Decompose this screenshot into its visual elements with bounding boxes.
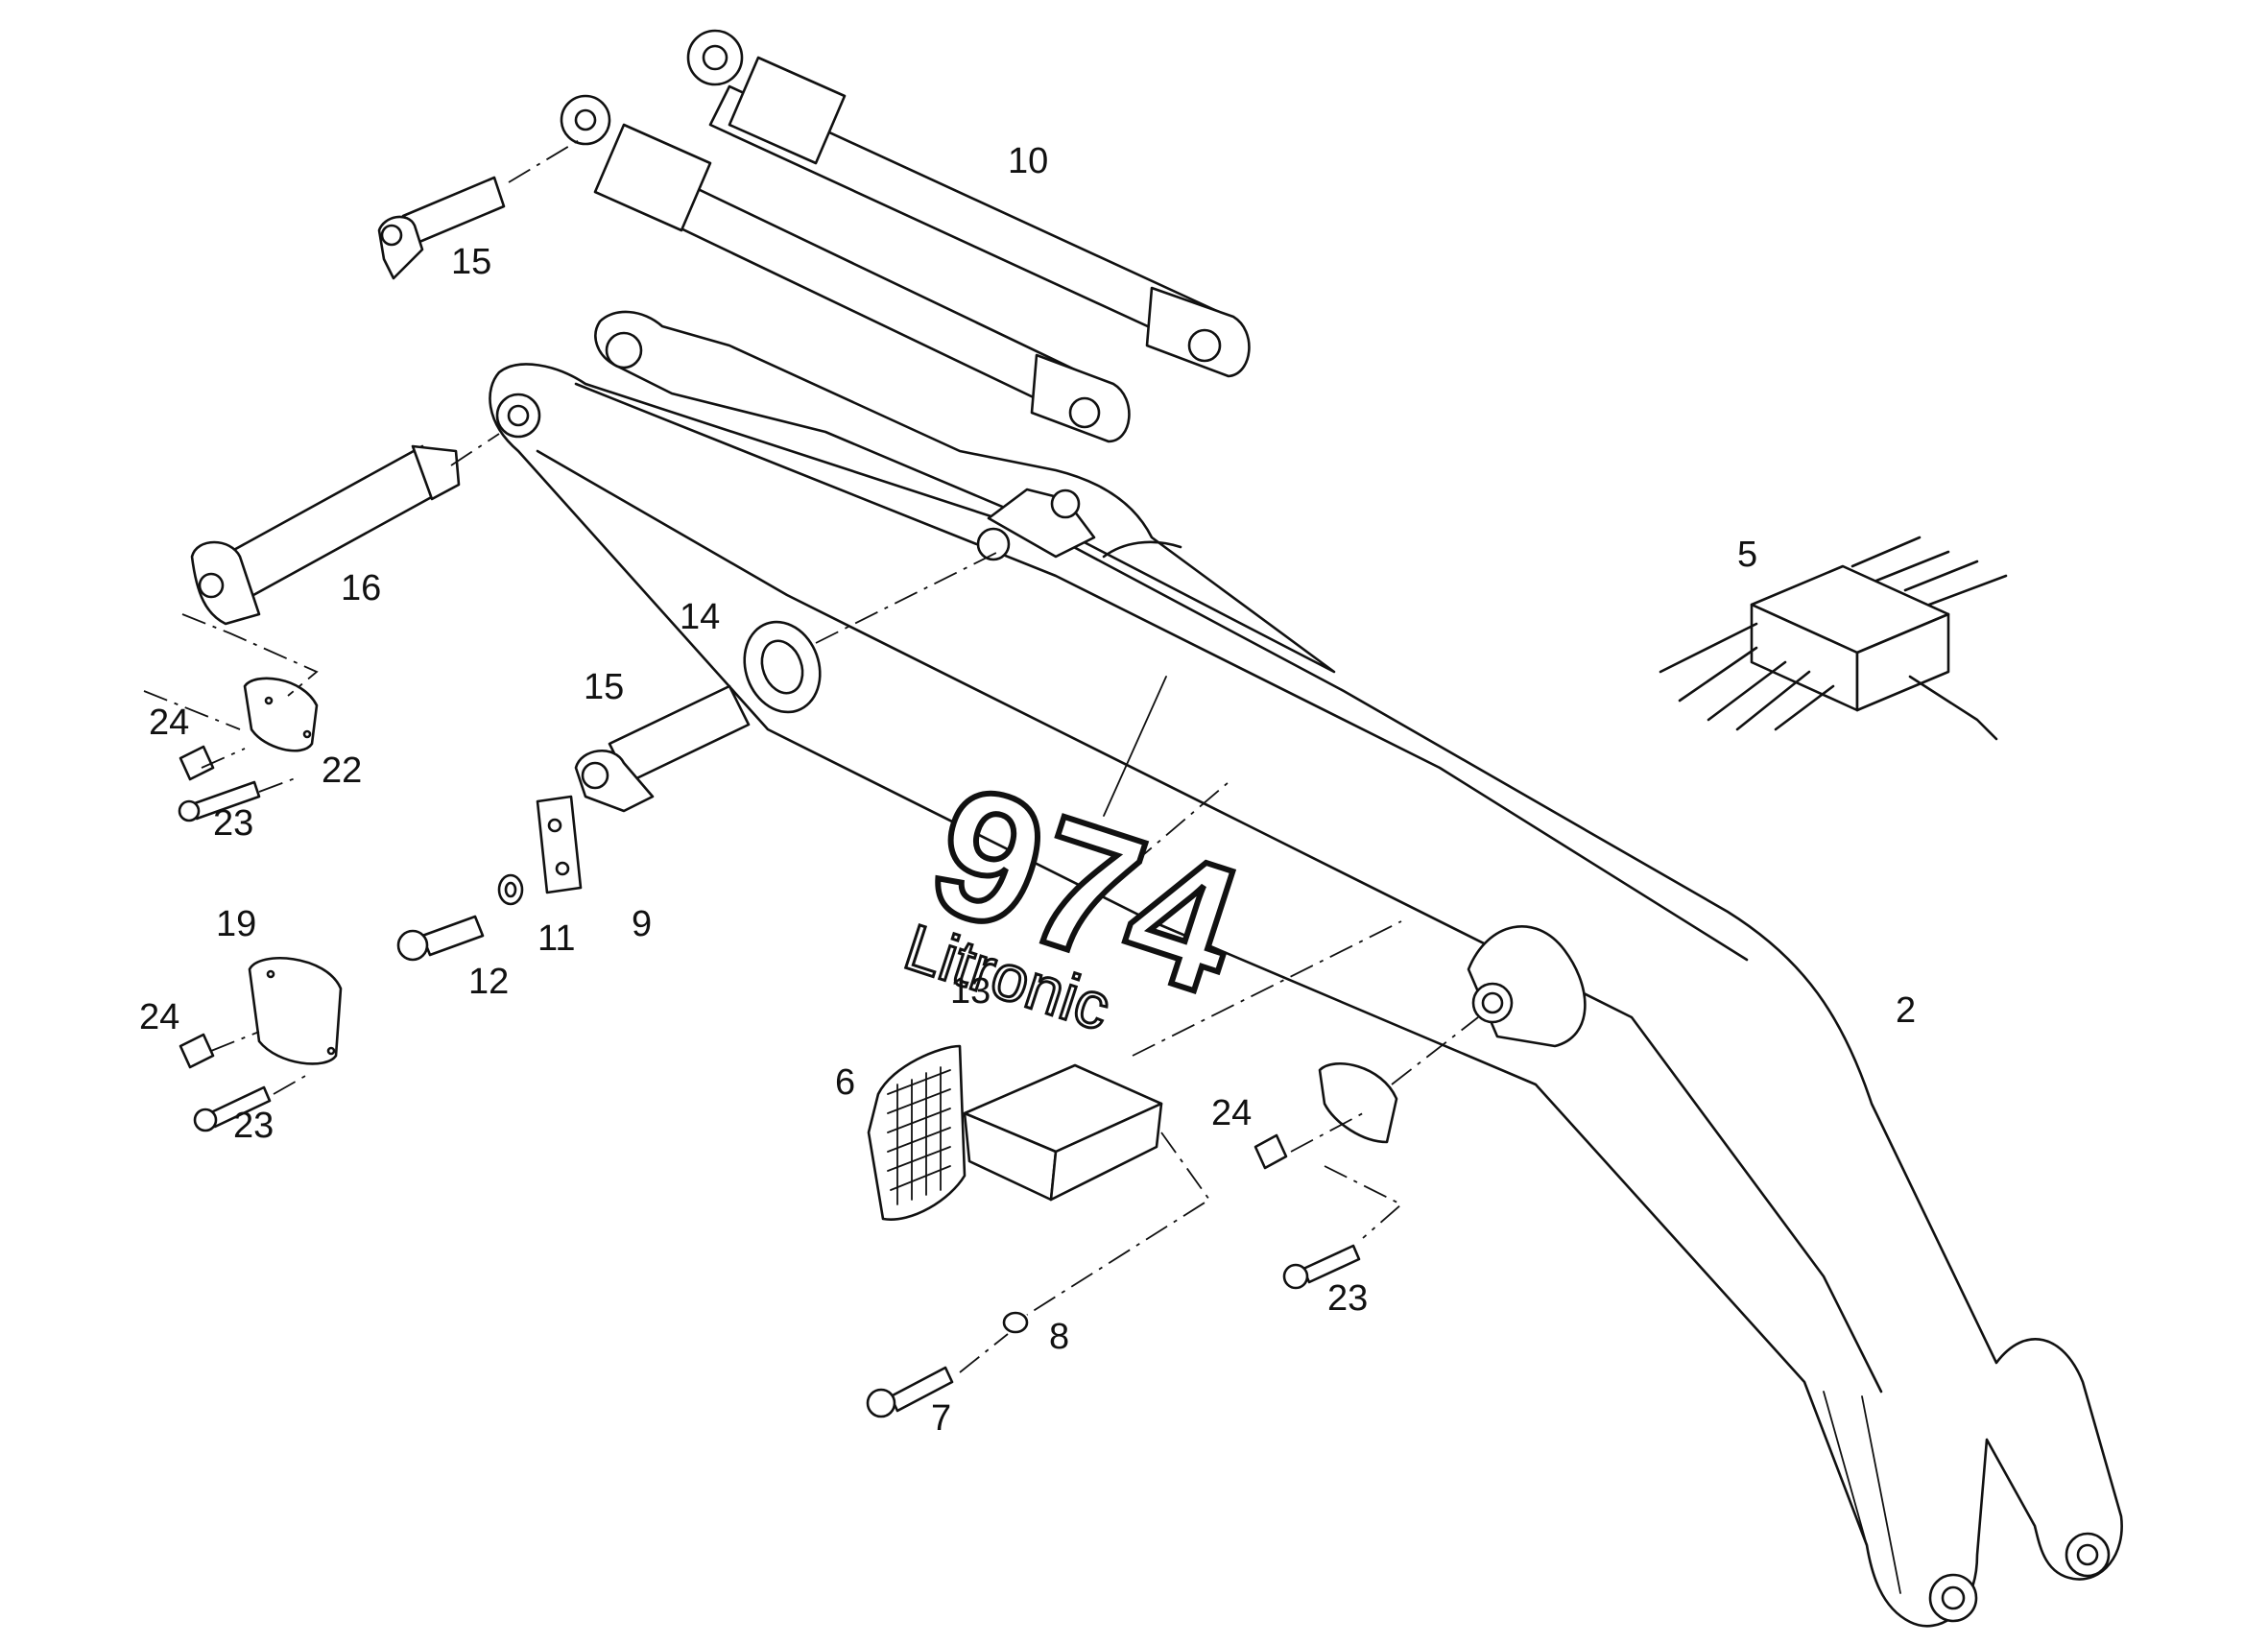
callout-5: 5: [1737, 535, 1757, 575]
pin-15-middle: [574, 684, 751, 813]
callout-16: 16: [341, 568, 381, 608]
callout-23-a: 23: [213, 803, 253, 844]
grid-cover-6: [867, 1044, 967, 1221]
cover-plate-right: [1318, 1062, 1398, 1144]
valve-block-5: [1659, 536, 2008, 741]
bolt-12: [396, 915, 485, 962]
grease-nipple-24-c: [1253, 1133, 1288, 1170]
callout-23-c: 23: [1327, 1278, 1368, 1319]
callout-13: 13: [950, 971, 991, 1012]
callout-7: 7: [931, 1398, 951, 1439]
callout-24-c: 24: [1211, 1093, 1252, 1133]
boom-arm: [489, 310, 2123, 1628]
cover-plate-19: [248, 957, 343, 1065]
cover-plate-22: [243, 677, 319, 752]
bolt-23-c: [1282, 1244, 1361, 1290]
bolt-23-b: [193, 1085, 272, 1132]
bolt-23-a: [178, 780, 261, 822]
washer-14: [743, 620, 822, 714]
washer-8: [1002, 1311, 1029, 1334]
callout-22: 22: [322, 751, 362, 791]
callout-24-b: 24: [139, 997, 179, 1037]
callout-labels: 2 5 6 7 8 9 10 11 12 13 14 15 15 16 19 2…: [139, 141, 1916, 1439]
bolt-7: [866, 1366, 954, 1418]
callout-8: 8: [1049, 1317, 1069, 1357]
callout-15-top: 15: [451, 242, 491, 282]
hydraulic-cylinder-upper: [686, 29, 1251, 378]
leader-lines: [143, 138, 1479, 1373]
pin-16: [190, 444, 461, 626]
box-cover: [963, 1063, 1163, 1202]
callout-15-mid: 15: [584, 667, 624, 707]
callout-14: 14: [680, 597, 720, 637]
hydraulic-cylinder-lower: [560, 94, 1131, 443]
grease-nipple-24-a: [179, 745, 215, 781]
grease-nipple-24-b: [179, 1033, 215, 1069]
callout-2: 2: [1896, 990, 1916, 1031]
pin-15-top: [377, 176, 506, 280]
callout-10: 10: [1008, 141, 1048, 181]
callout-24-a: 24: [149, 703, 189, 743]
callout-9: 9: [632, 904, 652, 944]
callout-6: 6: [835, 1062, 855, 1103]
callout-12: 12: [468, 962, 509, 1002]
callout-23-b: 23: [233, 1106, 274, 1146]
washer-11: [497, 873, 524, 906]
callout-19: 19: [216, 904, 256, 944]
plate-9: [536, 795, 583, 894]
callout-11: 11: [537, 918, 575, 959]
logo-model-number: 974: [909, 746, 1261, 1034]
